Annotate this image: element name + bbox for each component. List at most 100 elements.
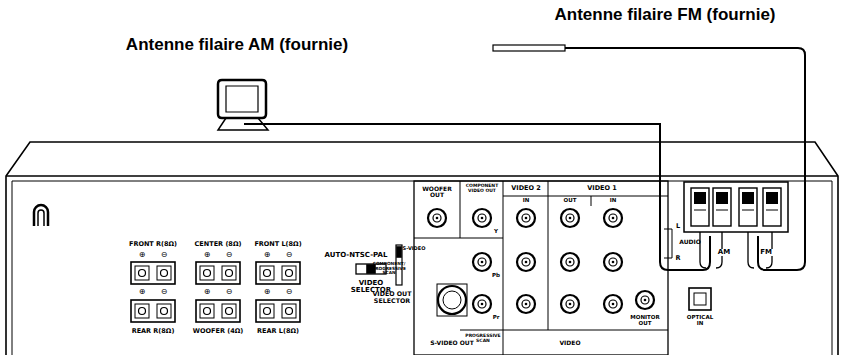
- s-video-jack: [438, 286, 466, 314]
- terminal-post: [157, 266, 171, 280]
- av-jack: [525, 217, 528, 220]
- av-jack: [525, 303, 528, 306]
- panel-label: ⊖: [286, 251, 293, 259]
- av-jack: [604, 209, 622, 227]
- av-jack: [609, 214, 617, 222]
- panel-edge: [6, 175, 838, 177]
- terminal-slot: [742, 210, 754, 211]
- av-jack: [569, 303, 572, 306]
- terminal-post: [282, 304, 296, 318]
- cord-clip: [38, 210, 44, 226]
- terminal-post: [282, 266, 296, 280]
- divider: [591, 196, 592, 206]
- panel-label: ⊕: [204, 288, 211, 296]
- panel-label: IN: [610, 198, 617, 204]
- terminal-post: [200, 266, 214, 280]
- optical-port: [689, 288, 711, 310]
- terminal-screw: [226, 270, 233, 277]
- panel-label: ⊕: [139, 251, 146, 259]
- divider: [503, 196, 668, 197]
- panel-inner-edge: [832, 181, 833, 355]
- panel-label: WOOFER (4Ω): [193, 328, 243, 335]
- av-jack: [525, 261, 528, 264]
- terminal-post: [157, 304, 171, 318]
- terminal-lever: [716, 192, 728, 204]
- divider: [548, 181, 549, 330]
- terminal-slot: [694, 210, 706, 211]
- woofer-out-jack: [433, 214, 441, 222]
- divider: [460, 330, 668, 331]
- av-jack: [609, 258, 617, 266]
- av-jack: [517, 295, 535, 313]
- antenna-caption: Antenne filaire AM (fournie): [126, 36, 348, 54]
- av-jack: [569, 261, 572, 264]
- panel-label: ⊖: [226, 251, 233, 259]
- av-jack: [522, 300, 530, 308]
- panel-label: ⊖: [286, 288, 293, 296]
- terminal-post: [260, 266, 274, 280]
- av-jack: [609, 300, 617, 308]
- terminal-post: [222, 304, 236, 318]
- am-loop-antenna: [218, 80, 266, 118]
- divider: [460, 181, 461, 238]
- divider: [414, 238, 503, 239]
- antenna-terminal: [739, 188, 757, 226]
- terminal-screw: [286, 308, 293, 315]
- panel-label: AUDIO: [679, 239, 701, 245]
- am-loop-antenna: [226, 86, 258, 112]
- av-jack: [517, 253, 535, 271]
- woofer-out-jack: [428, 209, 446, 227]
- panel-label: ⊖: [161, 288, 168, 296]
- av-jack: [566, 300, 574, 308]
- panel-label: REAR R(8Ω): [132, 328, 175, 335]
- s-video-frame: [437, 284, 467, 316]
- panel-label: WOOFER OUT: [417, 186, 457, 199]
- av-jack: [604, 253, 622, 271]
- panel-label: ⊖: [161, 251, 168, 259]
- panel-label: FRONT R(8Ω): [129, 241, 177, 248]
- switch-knob: [397, 247, 401, 257]
- panel-label: S-VIDEO OUT: [430, 340, 474, 346]
- panel-label: S-VIDEO: [403, 246, 426, 251]
- panel-label: ⊕: [204, 251, 211, 259]
- fm-wire-antenna: [493, 45, 565, 51]
- divider: [503, 181, 504, 355]
- component-jack: [473, 295, 491, 313]
- av-jack: [612, 261, 615, 264]
- panel-label: ⊕: [139, 288, 146, 296]
- chassis-outline: [6, 142, 838, 355]
- terminal-screw: [161, 270, 168, 277]
- component-jack: [481, 303, 484, 306]
- monitor-out-jack: [644, 299, 647, 302]
- fm-lead: [748, 232, 754, 268]
- antenna-terminal-block: [684, 182, 788, 232]
- panel-label: COMPONENT/ PROGRESSIVE SCAN: [372, 262, 406, 276]
- panel-label: MONITOR OUT: [628, 315, 662, 327]
- terminal-screw: [204, 308, 211, 315]
- terminal-screw: [139, 308, 146, 315]
- av-jack: [561, 295, 579, 313]
- fm-antenna-wire: [565, 48, 805, 270]
- speaker-terminal: [196, 300, 240, 322]
- av-jack: [561, 253, 579, 271]
- panel-label: VIDEO 2: [511, 185, 541, 192]
- panel-label: AUTO-NTSC-PAL: [325, 252, 388, 259]
- panel-label: OUT: [564, 198, 577, 204]
- speaker-terminal: [196, 262, 240, 284]
- am-lead: [700, 232, 706, 268]
- terminal-screw: [139, 270, 146, 277]
- audio-bracket: [664, 229, 672, 258]
- terminal-screw: [264, 308, 271, 315]
- panel-label: ⊖: [226, 288, 233, 296]
- terminal-post: [135, 304, 149, 318]
- terminal-slot: [716, 210, 728, 211]
- panel-label: AM: [717, 249, 731, 256]
- video-panel: [414, 181, 668, 355]
- antenna-caption: Antenne filaire FM (fournie): [555, 6, 776, 24]
- terminal-screw: [226, 308, 233, 315]
- panel-label: VIDEO 1: [587, 185, 617, 192]
- panel-label: Y: [494, 229, 498, 235]
- av-jack: [566, 214, 574, 222]
- optical-port: [694, 293, 706, 305]
